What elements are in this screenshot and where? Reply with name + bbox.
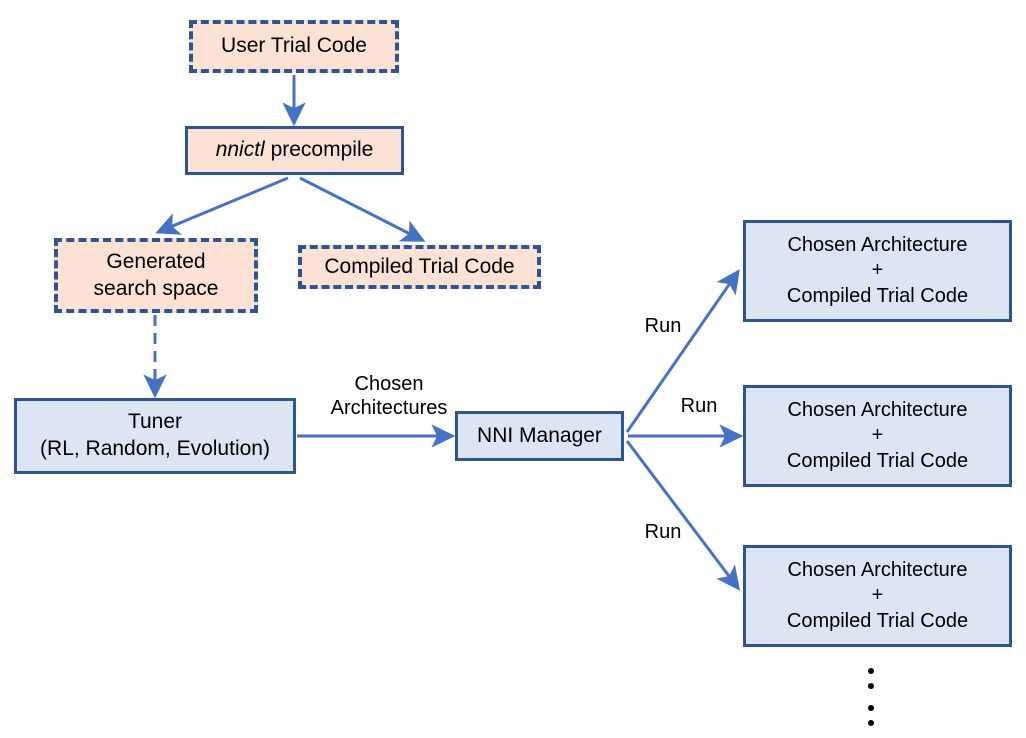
node-tuner-label: Tuner (RL, Random, Evolution)	[40, 410, 270, 460]
node-trial-2-label: Chosen Architecture + Compiled Trial Cod…	[786, 398, 969, 472]
edge-label-run-2: Run	[680, 395, 718, 417]
edge-label-chosen-architectures: Chosen Architectures	[330, 373, 448, 420]
node-trial-1[interactable]: Chosen Architecture + Compiled Trial Cod…	[743, 220, 1012, 322]
node-nnictl-keyword: nnictl	[215, 138, 265, 162]
node-generated-search-space-label: Generated search space	[93, 249, 219, 300]
node-compiled-trial-code-label: Compiled Trial Code	[324, 254, 515, 278]
edge-nnictl-to-searchspace	[155, 176, 289, 235]
node-nnictl-precompile-suffix: precompile	[264, 138, 374, 162]
ellipsis-dot	[868, 720, 874, 726]
node-user-trial-code[interactable]: User Trial Code	[189, 20, 399, 73]
node-nni-manager-label: NNI Manager	[477, 423, 602, 447]
node-trial-3-label: Chosen Architecture + Compiled Trial Cod…	[786, 558, 969, 632]
ellipsis-dot	[868, 683, 874, 689]
ellipsis-group-top	[856, 668, 886, 689]
ellipsis-dot	[868, 668, 874, 674]
edge-label-run-3: Run	[644, 521, 682, 543]
node-trial-1-label: Chosen Architecture + Compiled Trial Cod…	[786, 233, 969, 307]
continuation-ellipsis-icon	[856, 668, 886, 735]
node-nnictl-precompile[interactable]: nnictl precompile	[185, 126, 404, 175]
node-user-trial-code-label: User Trial Code	[221, 34, 367, 58]
node-compiled-trial-code[interactable]: Compiled Trial Code	[298, 245, 541, 289]
node-trial-3[interactable]: Chosen Architecture + Compiled Trial Cod…	[743, 545, 1012, 647]
edge-nnictl-to-compiledcode	[299, 176, 426, 242]
node-nnictl-precompile-label: nnictl precompile	[216, 137, 374, 164]
node-tuner[interactable]: Tuner (RL, Random, Evolution)	[14, 398, 296, 474]
node-trial-2[interactable]: Chosen Architecture + Compiled Trial Cod…	[743, 385, 1012, 487]
edge-label-run-1: Run	[644, 315, 682, 337]
ellipsis-group-bottom	[856, 705, 886, 726]
edge-nnimanager-to-trial3	[625, 440, 741, 591]
node-generated-search-space[interactable]: Generated search space	[54, 238, 258, 313]
node-nni-manager[interactable]: NNI Manager	[455, 411, 624, 461]
ellipsis-dot	[868, 705, 874, 711]
